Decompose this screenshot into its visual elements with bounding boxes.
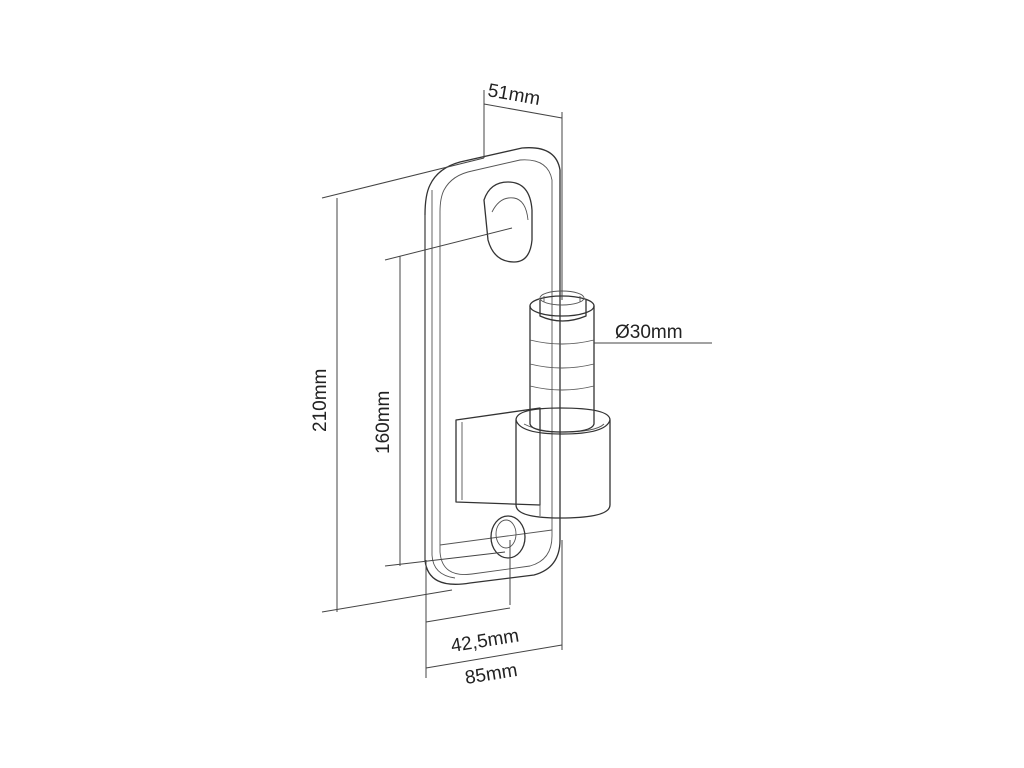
dim-half-width (425, 540, 511, 678)
dim-hole-spacing (384, 227, 513, 567)
dim-depth (483, 90, 563, 300)
label-pin-diameter: Ø30mm (615, 322, 683, 343)
label-height-total: 210mm (310, 369, 331, 432)
label-half-width: 42,5mm (449, 625, 520, 656)
dim-height-total (321, 157, 485, 613)
bottom-round-hole (490, 515, 526, 559)
label-hole-spacing: 160mm (373, 391, 394, 454)
label-width: 85mm (463, 660, 518, 689)
pin-block (455, 407, 611, 519)
dim-width (425, 540, 563, 669)
top-slot-hole (483, 181, 533, 263)
